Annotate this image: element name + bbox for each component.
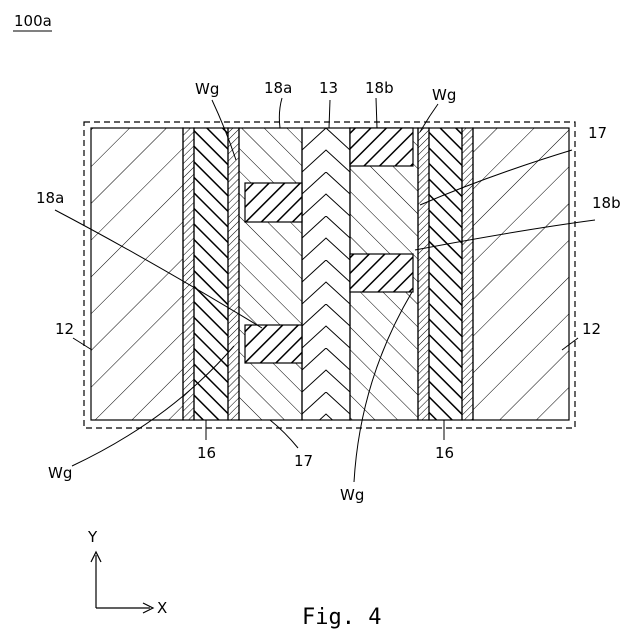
- label-18b-right: 18b: [592, 194, 621, 212]
- label-wg-top-left: Wg: [195, 80, 219, 98]
- region-18a-upper: [245, 183, 302, 222]
- label-12-right: 12: [582, 320, 601, 338]
- region-16-left: [194, 128, 228, 420]
- region-13: [302, 128, 350, 420]
- fine-strip-left-inner: [228, 128, 239, 420]
- region-12-left: [91, 128, 183, 420]
- label-17-right: 17: [588, 124, 607, 142]
- region-18b-upper: [350, 128, 413, 166]
- label-18a-top: 18a: [264, 79, 292, 97]
- region-17-left: [239, 128, 302, 420]
- label-17-bottom: 17: [294, 452, 313, 470]
- label-wg-bottom-left: Wg: [48, 464, 72, 482]
- x-axis-label: X: [157, 599, 167, 617]
- region-18b-lower: [350, 254, 413, 292]
- label-13: 13: [319, 79, 338, 97]
- leader-12-left: [73, 338, 92, 350]
- axis-indicator: Y X: [87, 528, 167, 617]
- label-18a-left: 18a: [36, 189, 64, 207]
- figure-caption: Fig. 4: [302, 605, 381, 630]
- y-axis-label: Y: [87, 528, 98, 546]
- label-wg-top-right: Wg: [432, 86, 456, 104]
- region-12-right: [473, 128, 569, 420]
- leader-18a-top: [279, 98, 282, 128]
- label-18b-top: 18b: [365, 79, 394, 97]
- label-wg-bottom-center: Wg: [340, 486, 364, 504]
- label-16-right: 16: [435, 444, 454, 462]
- leader-17-bottom: [270, 420, 298, 448]
- figure-ref: 100a: [14, 12, 52, 30]
- leader-18b-top: [376, 98, 377, 128]
- fine-strip-left-outer: [183, 128, 194, 420]
- fine-strip-right-inner: [418, 128, 429, 420]
- region-16-right: [429, 128, 462, 420]
- region-18a-lower: [245, 325, 302, 363]
- label-12-left: 12: [55, 320, 74, 338]
- leader-13: [329, 100, 330, 128]
- label-16-left: 16: [197, 444, 216, 462]
- fine-strip-right-outer: [462, 128, 473, 420]
